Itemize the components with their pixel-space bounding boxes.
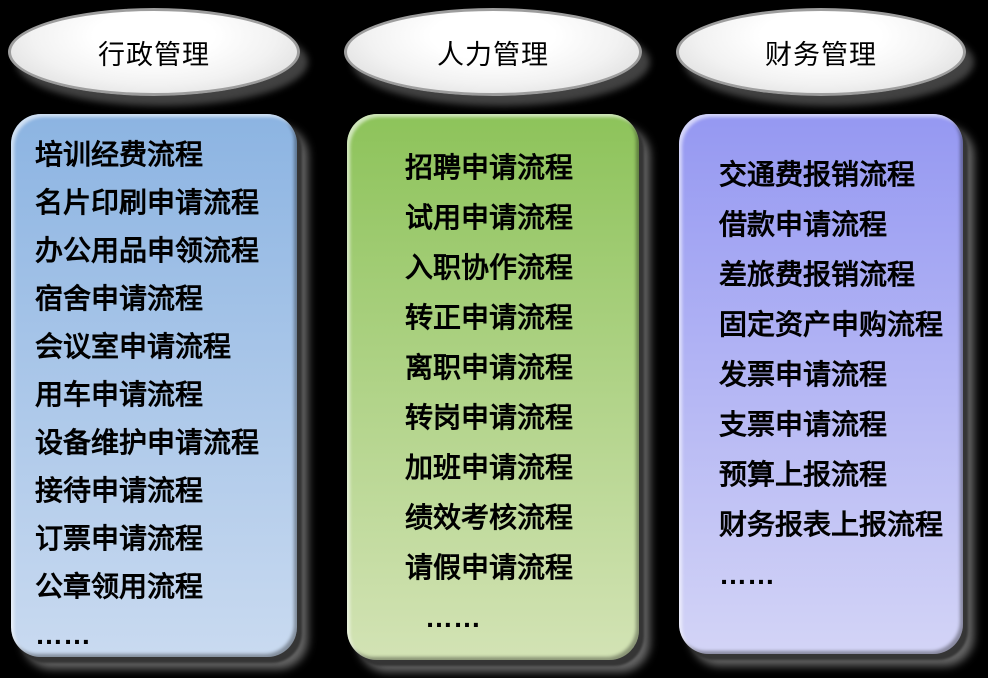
process-item: …… bbox=[719, 559, 775, 590]
column-finance: 财务管理 交通费报销流程借款申请流程差旅费报销流程固定资产申购流程发票申请流程支… bbox=[676, 8, 966, 654]
process-item: 用车申请流程 bbox=[35, 379, 204, 410]
category-bubble-human-resources: 人力管理 bbox=[344, 8, 642, 96]
process-item: 试用申请流程 bbox=[405, 202, 574, 233]
category-bubble-administration: 行政管理 bbox=[8, 8, 300, 96]
process-item: 入职协作流程 bbox=[405, 252, 574, 283]
process-item: 公章领用流程 bbox=[35, 571, 204, 602]
process-item: 转岗申请流程 bbox=[405, 402, 574, 433]
process-list-panel-human-resources: 招聘申请流程试用申请流程入职协作流程转正申请流程离职申请流程转岗申请流程加班申请… bbox=[347, 114, 639, 660]
process-item: 会议室申请流程 bbox=[35, 331, 232, 362]
process-item: 差旅费报销流程 bbox=[719, 259, 916, 290]
process-item: 转正申请流程 bbox=[405, 302, 574, 333]
process-item: …… bbox=[35, 619, 91, 650]
process-item: 发票申请流程 bbox=[719, 359, 888, 390]
process-item: 设备维护申请流程 bbox=[35, 427, 260, 458]
process-item: 借款申请流程 bbox=[719, 209, 888, 240]
process-item: 培训经费流程 bbox=[35, 139, 204, 170]
process-list-panel-administration: 培训经费流程名片印刷申请流程办公用品申领流程宿舍申请流程会议室申请流程用车申请流… bbox=[11, 114, 297, 657]
process-item: 绩效考核流程 bbox=[405, 502, 574, 533]
process-item: …… bbox=[425, 602, 481, 633]
column-human-resources: 人力管理 招聘申请流程试用申请流程入职协作流程转正申请流程离职申请流程转岗申请流… bbox=[344, 8, 642, 660]
process-item: 请假申请流程 bbox=[405, 552, 574, 583]
column-administration: 行政管理 培训经费流程名片印刷申请流程办公用品申领流程宿舍申请流程会议室申请流程… bbox=[8, 8, 300, 657]
process-item: 宿舍申请流程 bbox=[35, 283, 204, 314]
process-list: 交通费报销流程借款申请流程差旅费报销流程固定资产申购流程发票申请流程支票申请流程… bbox=[679, 114, 963, 600]
process-item: 固定资产申购流程 bbox=[719, 309, 944, 340]
process-item: 预算上报流程 bbox=[719, 459, 888, 490]
category-bubble-finance: 财务管理 bbox=[676, 8, 966, 96]
process-item: 订票申请流程 bbox=[35, 523, 204, 554]
process-list: 培训经费流程名片印刷申请流程办公用品申领流程宿舍申请流程会议室申请流程用车申请流… bbox=[11, 114, 297, 659]
process-list-panel-finance: 交通费报销流程借款申请流程差旅费报销流程固定资产申购流程发票申请流程支票申请流程… bbox=[679, 114, 963, 654]
process-item: 交通费报销流程 bbox=[719, 159, 916, 190]
category-title: 行政管理 bbox=[98, 39, 210, 70]
process-item: 支票申请流程 bbox=[719, 409, 888, 440]
process-list: 招聘申请流程试用申请流程入职协作流程转正申请流程离职申请流程转岗申请流程加班申请… bbox=[347, 114, 639, 643]
process-item: 名片印刷申请流程 bbox=[35, 187, 260, 218]
category-title: 人力管理 bbox=[437, 39, 549, 70]
category-title: 财务管理 bbox=[765, 39, 877, 70]
process-item: 离职申请流程 bbox=[405, 352, 574, 383]
process-item: 接待申请流程 bbox=[35, 475, 204, 506]
process-item: 财务报表上报流程 bbox=[719, 509, 944, 540]
process-item: 加班申请流程 bbox=[405, 452, 574, 483]
process-item: 办公用品申领流程 bbox=[35, 235, 260, 266]
process-item: 招聘申请流程 bbox=[405, 152, 574, 183]
